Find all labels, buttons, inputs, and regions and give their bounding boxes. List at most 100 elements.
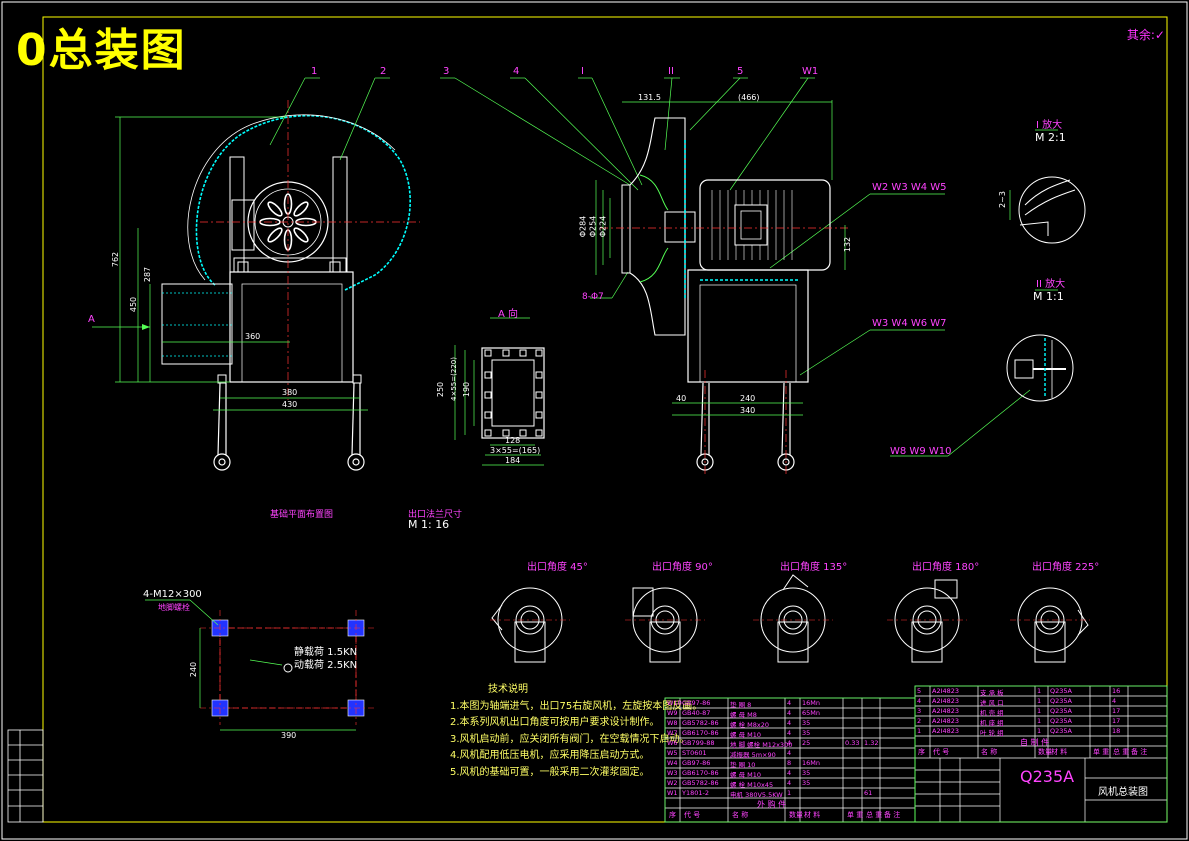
outlet-angle-views: [491, 574, 1089, 663]
binding-strip: [7, 729, 44, 823]
callout-w1: W1: [802, 66, 819, 77]
bom-left-cell: GB40-87: [682, 709, 711, 717]
outlet-angle-180: 出口角度 180°: [912, 562, 980, 573]
arrow-a-label: A: [88, 314, 95, 325]
dim-a-190: 190: [462, 381, 472, 398]
bom-left-cell: W3: [667, 769, 678, 777]
bom-right-cell: 1: [1037, 727, 1042, 735]
bom-left-header-cell: 数量: [789, 811, 803, 819]
page-title: 0总装图: [16, 25, 187, 76]
dim-a-165: 3×55=(165): [490, 446, 541, 455]
bom-right-cell: A2I4823: [932, 707, 960, 715]
outlet-angle-45: 出口角度 45°: [527, 562, 588, 573]
bom-right-cell: 5: [917, 687, 922, 695]
bom-left-header-cell: 备 注: [884, 811, 901, 819]
bom-left-cell: 螺 栓 M8x20: [730, 721, 769, 729]
bom-left-cell: ST0601: [682, 749, 707, 757]
dim-40: 40: [676, 394, 687, 403]
outlet-angle-90: 出口角度 90°: [652, 562, 713, 573]
detail-i-dim: 2~3: [997, 191, 1007, 208]
bom-right-cell: 机 壳 组: [980, 709, 1004, 717]
dim-360: 360: [245, 332, 261, 341]
bom-left-cell: 4: [787, 739, 792, 747]
bom-left-cell: GB97-86: [682, 759, 711, 767]
bom-left-cell: W9: [667, 709, 678, 717]
bom-right-cell: 机 座 组: [980, 719, 1004, 727]
bom-left-cell: W8: [667, 719, 678, 727]
dim-a-220: 4×55=(220): [449, 357, 458, 401]
bom-right-cell: 3: [917, 707, 922, 715]
callout-ii: II: [668, 66, 674, 77]
bom-left-cell: 减振器 5m×90: [730, 751, 776, 759]
caption-outlet: 出口法兰尺寸: [408, 510, 463, 520]
foundation-dim-390: 390: [281, 731, 297, 740]
volute-casing: [195, 114, 411, 291]
bom-left-cell: 65Mn: [802, 709, 820, 717]
callout-3: 3: [443, 66, 450, 77]
callout-group-1: W2 W3 W4 W5: [872, 182, 947, 193]
bom-left-cell: 电机 380V5.5KW: [730, 791, 783, 799]
bom-left-cell: 1: [787, 789, 792, 797]
bom-right-cell: A2I4823: [932, 727, 960, 735]
bom-left-cell: 地 脚 螺栓 M12x300: [730, 741, 793, 749]
bom-left-cell: 螺 栓 M10x45: [730, 781, 774, 789]
dim-131-5: 131.5: [638, 93, 661, 102]
bom-left-cell: W1: [667, 789, 678, 797]
bom-right-cell: 1: [917, 727, 922, 735]
dim-a-184: 184: [505, 456, 521, 465]
callout-i: I: [581, 66, 584, 77]
bom-left-cell: 垫 圈 8: [730, 701, 752, 709]
drawing-name: 风机总装图: [1098, 787, 1148, 798]
bom-left-cell: W5: [667, 749, 678, 757]
bom-right-cell: 1: [1037, 687, 1042, 695]
bom-right-cell: 进 风 口: [980, 699, 1004, 707]
detail-i-label: I 放大: [1036, 120, 1063, 131]
bom-left-cell: W7: [667, 729, 678, 737]
tech-note-5: 5.风机的基础可置，一般采用二次灌浆固定。: [450, 766, 650, 778]
foundation-plan: [145, 599, 375, 731]
bom-right-header-cell: 数量: [1038, 748, 1052, 756]
bom-left-cell: 0.33: [845, 739, 860, 747]
bom-right-cell: 叶 轮 组: [980, 729, 1004, 737]
bom-right-cell: 4: [917, 697, 922, 705]
bom-right-cell: 4: [1112, 697, 1117, 705]
bom-right-cell: 1: [1037, 717, 1042, 725]
dim-phi-224: Φ224: [598, 215, 608, 238]
bom-left-cell: 35: [802, 719, 811, 727]
tech-note-1: 1.本图为轴端进气，出口75右旋风机，左旋按本图反画。: [450, 700, 703, 712]
bom-right-cell: 18: [1112, 727, 1121, 735]
dim-762: 762: [111, 251, 121, 268]
bom-left-cell: GB6170-86: [682, 729, 719, 737]
bom-left-cell: 螺 母 M10: [730, 771, 762, 779]
callout-1: 1: [311, 66, 318, 77]
bom-left-cell: Y1801-2: [682, 789, 709, 797]
front-view: [92, 100, 420, 471]
bom-right-cell: A2I4823: [932, 697, 960, 705]
bom-right-header-cell: 名 称: [981, 748, 998, 756]
dim-holes: 8-Φ7: [582, 292, 604, 302]
bom-left-cell: 4: [787, 719, 792, 727]
callout-group-3: W8 W9 W10: [890, 446, 952, 457]
bom-left-cell: 8: [787, 759, 792, 767]
dim-340: 340: [740, 406, 756, 415]
callout-5: 5: [737, 66, 744, 77]
bom-left-cell: GB5782-86: [682, 779, 719, 787]
bom-left-cell: W2: [667, 779, 678, 787]
bom-left-cell: 4: [787, 769, 792, 777]
bom-left-cell: 4: [787, 709, 792, 717]
bom-left-header-cell: 代 号: [684, 811, 701, 819]
dim-phi-284: Φ284: [578, 215, 588, 238]
stand-frame: [229, 271, 354, 383]
bom-right-cell: Q235A: [1050, 727, 1072, 735]
bom-right-cell: A2I4823: [932, 687, 960, 695]
tech-note-4: 4.风机配用低压电机，应采用降压启动方式。: [450, 750, 650, 761]
bom-left-header-cell: 序: [669, 811, 676, 819]
view-a-title: A 向: [498, 309, 519, 320]
dim-132: 132: [843, 236, 853, 253]
bom-right-cell: 1: [1037, 697, 1042, 705]
bom-right-header-cell: 单 重: [1093, 748, 1110, 756]
bom-left-header-cell: 单 重: [847, 811, 864, 819]
bom-left-cell: 垫 圈 10: [730, 761, 756, 769]
bom-right-cell: Q235A: [1050, 707, 1072, 715]
